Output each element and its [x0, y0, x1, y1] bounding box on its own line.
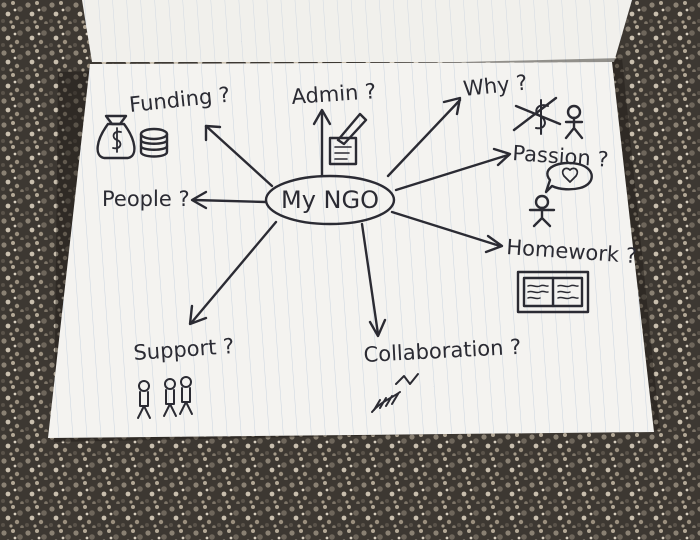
- open-book-icon: [516, 270, 590, 314]
- group-of-people-icon: [137, 376, 193, 419]
- arrow-passion: [394, 147, 512, 192]
- money-bag-icon: [96, 114, 136, 160]
- arrow-funding: [204, 124, 274, 188]
- notepad-pen-icon: [328, 112, 368, 166]
- branch-label-admin: Admin ?: [291, 79, 377, 109]
- crossed-dollar-icon: [512, 96, 562, 135]
- handshake-icon: [371, 373, 419, 413]
- arrow-homework: [390, 210, 504, 254]
- stick-figure-icon: [564, 104, 584, 140]
- center-label: My NGO: [281, 186, 379, 214]
- coin-stack-icon: [139, 127, 169, 158]
- heart-speech-bubble-icon: [544, 161, 593, 194]
- arrow-support: [188, 220, 278, 326]
- person-figure-icon: [528, 194, 556, 228]
- arrow-why: [386, 96, 462, 178]
- branch-label-people: People ?: [102, 187, 190, 211]
- center-ellipse: [264, 174, 396, 226]
- arrow-admin: [312, 108, 332, 178]
- arrow-collaboration: [360, 222, 387, 338]
- arrow-people: [190, 190, 268, 210]
